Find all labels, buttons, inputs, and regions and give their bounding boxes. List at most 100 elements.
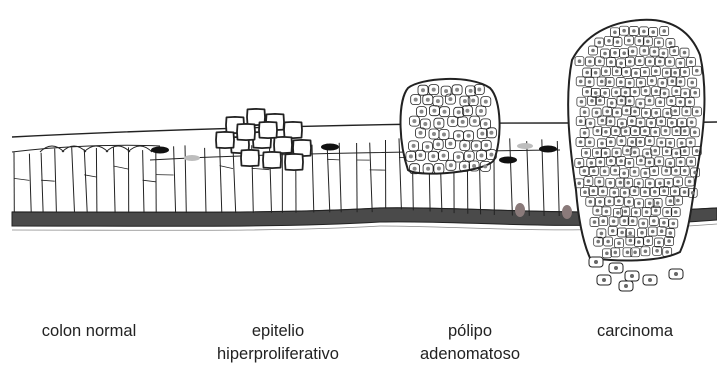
carcinoma-nucleus: [595, 111, 599, 115]
polyp-nucleus: [480, 132, 484, 136]
carcinoma-nucleus: [640, 231, 644, 235]
carcinoma-nucleus: [579, 140, 583, 144]
carcinoma-nucleus: [601, 119, 605, 123]
hyper-cell: [284, 122, 302, 138]
carcinoma-nucleus: [594, 71, 598, 75]
polyp-nucleus: [444, 89, 448, 93]
carcinoma-nucleus: [651, 30, 655, 34]
carcinoma-nucleus: [665, 169, 669, 173]
carcinoma-nucleus: [664, 129, 668, 133]
carcinoma-nucleus: [604, 151, 608, 155]
polyp-nucleus: [419, 131, 423, 135]
hyper-cell: [285, 154, 303, 170]
cell-wall: [185, 145, 186, 213]
hyper-cell: [263, 152, 281, 168]
carcinoma-nucleus: [672, 222, 676, 226]
carcinoma-nucleus: [638, 140, 642, 144]
carcinoma-nucleus: [644, 89, 648, 93]
carcinoma-nucleus: [593, 220, 597, 224]
carcinoma-nucleus: [612, 220, 616, 224]
polyp-nucleus: [474, 144, 478, 148]
carcinoma-nucleus: [688, 180, 692, 184]
carcinoma-nucleus: [583, 131, 587, 135]
cell-wall: [72, 147, 75, 212]
carcinoma-nucleus: [683, 169, 687, 173]
carcinoma-nucleus: [675, 152, 679, 156]
carcinoma-nucleus: [654, 89, 658, 93]
polyp-nucleus: [420, 110, 424, 114]
carcinoma-nucleus: [648, 182, 652, 186]
polyp-nucleus: [448, 97, 452, 101]
carcinoma-nucleus: [638, 39, 642, 43]
polyp-nucleus: [431, 154, 435, 158]
carcinoma-nucleus: [601, 219, 605, 223]
nucleus: [517, 143, 533, 149]
carcinoma-nucleus: [658, 160, 662, 164]
carcinoma-nucleus: [617, 241, 621, 245]
cell-wall: [96, 148, 97, 213]
carcinoma-nucleus: [615, 111, 619, 115]
polyp-nucleus: [432, 132, 436, 136]
cell-wall: [220, 166, 233, 169]
carcinoma-nucleus: [620, 122, 624, 126]
carcinoma-nucleus: [655, 249, 659, 253]
carcinoma-nucleus: [619, 181, 623, 185]
carcinoma-nucleus: [628, 81, 632, 85]
carcinoma-nucleus: [588, 80, 592, 84]
polyp-nucleus: [448, 142, 452, 146]
carcinoma-nucleus: [657, 241, 661, 245]
label-polipo-adenomatoso: pólipo adenomatoso: [395, 320, 545, 366]
carcinoma-nucleus: [661, 81, 665, 85]
carcinoma-nucleus: [648, 161, 652, 165]
polyp-nucleus: [442, 154, 446, 158]
carcinoma-nucleus: [628, 99, 632, 103]
carcinoma-nucleus: [679, 61, 683, 65]
carcinoma-nucleus: [659, 120, 663, 124]
invading-nucleus: [594, 260, 598, 264]
adenomatous-polyp: [401, 79, 500, 174]
carcinoma-nucleus: [666, 210, 670, 214]
carcinoma-nucleus: [639, 159, 643, 163]
carcinoma-nucleus: [624, 210, 628, 214]
carcinoma-nucleus: [695, 149, 699, 153]
carcinoma-nucleus: [654, 209, 658, 213]
carcinoma-nucleus: [685, 110, 689, 114]
polyp-nucleus: [469, 89, 473, 93]
carcinoma-nucleus: [689, 141, 693, 145]
carcinoma-nucleus: [642, 222, 646, 226]
carcinoma-nucleus: [633, 90, 637, 94]
carcinoma-nucleus: [652, 169, 656, 173]
cell-wall: [55, 149, 57, 213]
carcinoma-nucleus: [628, 60, 632, 64]
polyp-nucleus: [463, 144, 467, 148]
carcinoma-nucleus: [688, 100, 692, 104]
carcinoma-nucleus: [633, 189, 637, 193]
carcinoma-nucleus: [665, 71, 669, 75]
carcinoma-nucleus: [592, 169, 596, 173]
cell-wall: [233, 148, 236, 213]
carcinoma-nucleus: [680, 121, 684, 125]
hyperproliferative-cell-cluster: [216, 109, 311, 170]
carcinoma-nucleus: [600, 80, 604, 84]
polyp-nucleus: [426, 98, 430, 102]
hyper-cell: [216, 132, 234, 148]
polyp-nucleus: [480, 154, 484, 158]
cell-wall: [143, 150, 144, 213]
carcinoma-nucleus: [595, 151, 599, 155]
carcinoma-nucleus: [619, 62, 623, 66]
polyp-nucleus: [484, 143, 488, 147]
carcinoma-nucleus: [662, 189, 666, 193]
carcinoma-nucleus: [648, 139, 652, 143]
polyp-nucleus: [418, 153, 422, 157]
cell-wall: [143, 180, 156, 182]
carcinoma-nucleus: [624, 91, 628, 95]
carcinoma-nucleus: [610, 101, 614, 105]
polyp-nucleus: [443, 110, 447, 114]
polyp-nucleus: [449, 163, 453, 167]
polyp-nucleus: [432, 109, 436, 113]
carcinoma-nucleus: [609, 60, 613, 64]
polyp-nucleus: [484, 122, 488, 126]
carcinoma-nucleus: [603, 170, 607, 174]
carcinoma-nucleus: [633, 251, 637, 255]
